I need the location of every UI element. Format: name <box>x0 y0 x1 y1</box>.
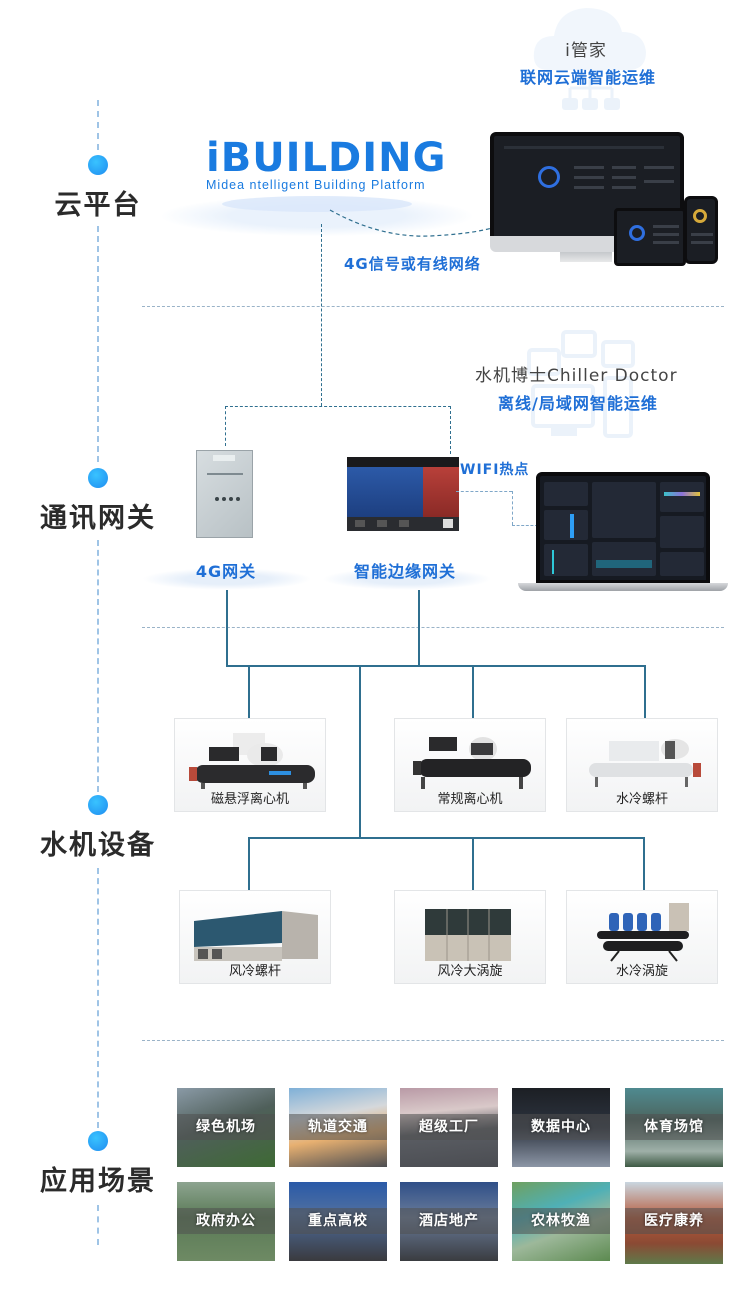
scenario-card[interactable]: 轨道交通 <box>289 1088 387 1167</box>
chiller-label: 风冷螺杆 <box>228 964 281 979</box>
scenario-card[interactable]: 体育场馆 <box>625 1088 723 1167</box>
monitor-stand <box>560 252 612 262</box>
scenario-card[interactable]: 重点高校 <box>289 1182 387 1261</box>
wifi-link <box>512 491 513 525</box>
gateway-glow <box>322 568 492 590</box>
wifi-link <box>512 525 538 526</box>
scenario-label: 政府办公 <box>196 1213 256 1229</box>
layer-title-gateway: 通讯网关 <box>40 503 156 534</box>
wifi-hotspot-label: WIFI热点 <box>460 462 530 478</box>
timeline-segment <box>97 226 99 462</box>
chiller-doctor-subtitle: 离线/局域网智能运维 <box>498 394 658 413</box>
chiller-label: 水冷螺杆 <box>615 792 668 807</box>
logo-text: iBUILDING <box>206 135 447 181</box>
gateway-label-edge: 智能边缘网关 <box>353 562 456 581</box>
chiller-card[interactable]: 风冷大涡旋 <box>394 890 546 984</box>
scenario-label: 医疗康养 <box>644 1213 704 1229</box>
chiller-doctor-title: 水机博士Chiller Doctor <box>475 366 678 386</box>
butler-subtitle: 联网云端智能运维 <box>519 68 656 87</box>
scenario-card[interactable]: 医疗康养 <box>625 1182 723 1264</box>
scenario-card[interactable]: 政府办公 <box>177 1182 275 1261</box>
scenario-card[interactable]: 数据中心 <box>512 1088 610 1167</box>
section-divider <box>142 627 724 628</box>
scenario-label: 数据中心 <box>531 1119 591 1135</box>
scenario-card[interactable]: 农林牧渔 <box>512 1182 610 1261</box>
scenario-label: 绿色机场 <box>196 1119 256 1135</box>
ibuilding-logo: iBUILDING Midea ntelligent Building Plat… <box>206 136 446 192</box>
layer-dot <box>88 468 108 488</box>
chiller-card[interactable]: 风冷螺杆 <box>179 890 331 984</box>
tablet-image <box>614 208 686 266</box>
phone-image <box>684 196 718 264</box>
scenario-label: 轨道交通 <box>308 1119 368 1135</box>
connector-trunk <box>321 224 322 406</box>
timeline-segment <box>97 868 99 1128</box>
section-divider <box>142 306 724 307</box>
laptop-image <box>536 472 710 584</box>
timeline-segment <box>97 1205 99 1245</box>
edge-gateway-image <box>347 457 459 531</box>
cloud-network-icon <box>533 8 646 110</box>
connector-4g <box>225 406 226 446</box>
scenario-label: 体育场馆 <box>644 1119 704 1135</box>
connector-edge <box>450 406 451 454</box>
doctor-network-icon <box>527 330 635 438</box>
gateway-label-4g: 4G网关 <box>195 562 257 581</box>
chiller-label: 风冷大涡旋 <box>437 964 503 979</box>
gateway-glow <box>142 568 312 590</box>
chiller-card[interactable]: 磁悬浮离心机 <box>174 718 326 812</box>
layer-title-scenario: 应用场景 <box>40 1166 156 1197</box>
chiller-label: 水冷涡旋 <box>615 964 668 979</box>
chiller-label: 磁悬浮离心机 <box>210 792 289 807</box>
laptop-base <box>518 583 728 591</box>
scenario-card[interactable]: 绿色机场 <box>177 1088 275 1167</box>
wifi-link <box>456 491 512 492</box>
section-divider <box>142 1040 724 1041</box>
chiller-card[interactable]: 水冷螺杆 <box>566 718 718 812</box>
layer-title-chiller: 水机设备 <box>40 830 156 861</box>
layer-dot <box>88 795 108 815</box>
timeline-segment <box>97 100 99 150</box>
4g-gateway-image <box>196 450 253 538</box>
timeline-segment <box>97 540 99 792</box>
air-cooled-screw-chiller-image <box>194 911 318 961</box>
scenario-label: 酒店地产 <box>419 1213 479 1229</box>
chiller-card[interactable]: 常规离心机 <box>394 718 546 812</box>
connector-split <box>225 406 451 407</box>
scenario-label: 农林牧渔 <box>531 1213 591 1229</box>
scenario-card[interactable]: 超级工厂 <box>400 1088 498 1167</box>
layer-title-cloud: 云平台 <box>54 190 142 221</box>
network-link-label: 4G信号或有线网络 <box>344 255 481 273</box>
centrifugal-chiller-image <box>413 737 531 789</box>
platform-disc <box>222 196 412 212</box>
maglev-centrifugal-chiller-image <box>189 733 315 789</box>
cloud-link-curve <box>329 209 493 237</box>
layer-dot <box>88 155 108 175</box>
scenario-card[interactable]: 酒店地产 <box>400 1182 498 1261</box>
butler-title: i管家 <box>565 41 607 61</box>
chiller-card[interactable]: 水冷涡旋 <box>566 890 718 984</box>
water-cooled-screw-chiller-image <box>589 739 701 787</box>
chiller-label: 常规离心机 <box>437 792 503 807</box>
logo-tagline: Midea ntelligent Building Platform <box>206 178 426 192</box>
air-cooled-scroll-chiller-image <box>425 909 511 961</box>
scenario-label: 重点高校 <box>308 1213 368 1229</box>
layer-dot <box>88 1131 108 1151</box>
scenario-label: 超级工厂 <box>419 1119 479 1135</box>
water-cooled-scroll-chiller-image <box>597 903 689 962</box>
